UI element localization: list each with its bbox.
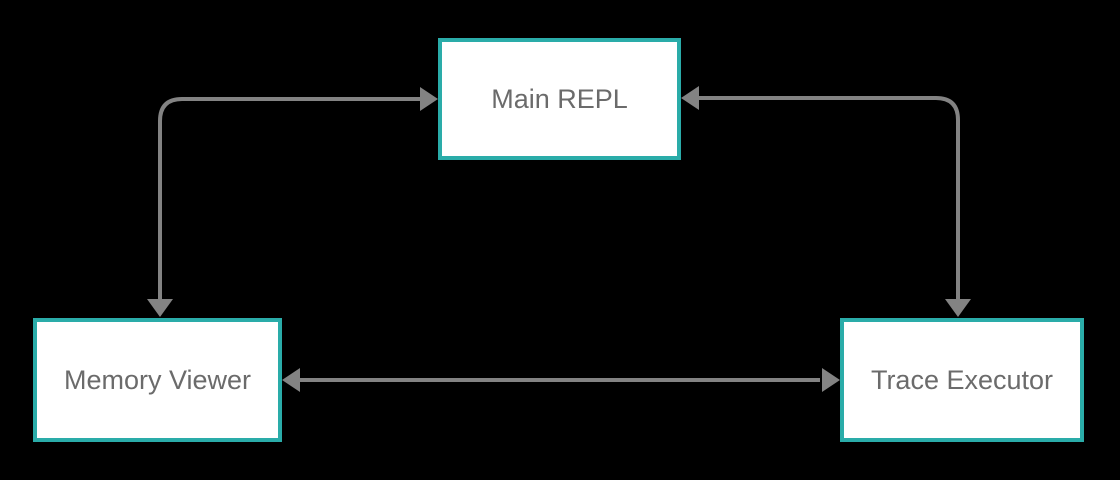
arrowhead-into-memory-viewer-top-icon <box>147 299 173 317</box>
edge-line-left <box>158 97 421 301</box>
arrowhead-into-trace-executor-left-icon <box>822 368 840 392</box>
node-trace-executor: Trace Executor <box>840 318 1084 442</box>
arrowhead-into-trace-executor-top-icon <box>945 299 971 317</box>
node-main-repl: Main REPL <box>438 38 681 160</box>
arrowhead-into-memory-viewer-right-icon <box>282 368 300 392</box>
arrowhead-into-main-repl-right-icon <box>681 86 699 110</box>
node-trace-executor-label: Trace Executor <box>870 364 1054 395</box>
edge-memory-viewer-main-repl <box>147 87 438 317</box>
edge-line-right <box>699 96 960 301</box>
node-memory-viewer-label: Memory Viewer <box>63 364 252 395</box>
edge-main-repl-trace-executor <box>681 86 971 317</box>
edge-memory-viewer-trace-executor <box>282 368 840 392</box>
node-memory-viewer: Memory Viewer <box>33 318 282 442</box>
node-main-repl-label: Main REPL <box>491 83 628 114</box>
arrowhead-into-main-repl-left-icon <box>420 87 438 111</box>
